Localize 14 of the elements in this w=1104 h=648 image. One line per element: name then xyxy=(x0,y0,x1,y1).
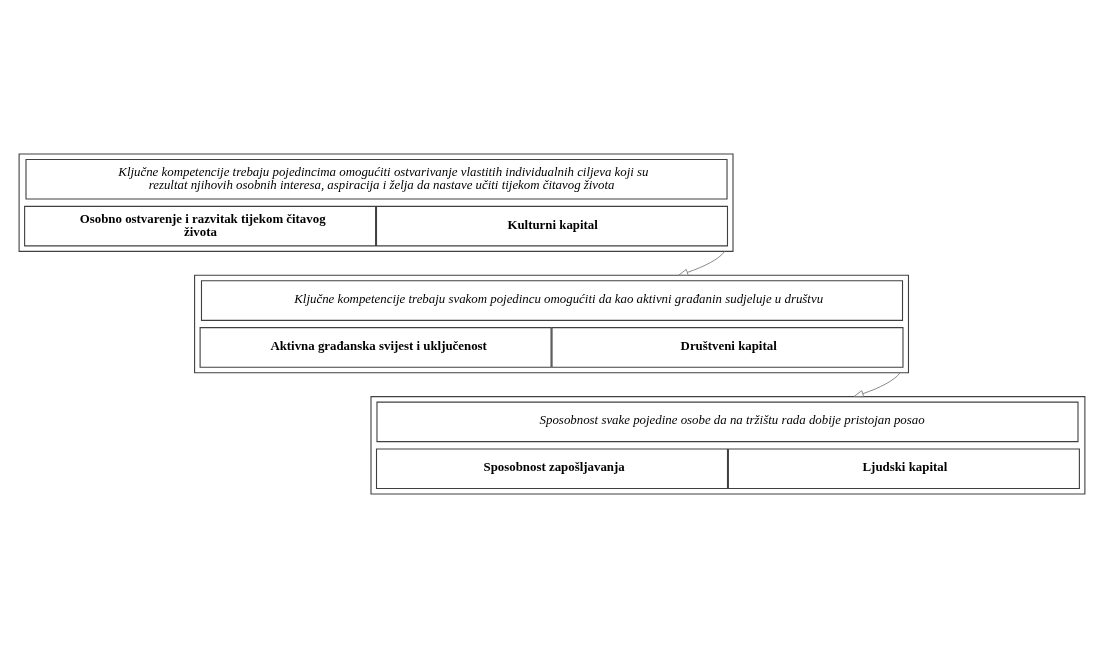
arrow xyxy=(678,250,726,276)
node-box: Osobno ostvarenje i razvitak tijekom čitavog života xyxy=(24,205,377,247)
node-box: Aktivna građanska svijest i uključenost xyxy=(199,327,552,368)
node-box: Sposobnost zapošljavanja xyxy=(375,448,729,489)
node-box: Ljudski kapital xyxy=(727,448,1080,489)
node-box: Kulturni kapital xyxy=(375,205,729,247)
cluster xyxy=(194,274,910,374)
arrow xyxy=(853,372,901,398)
cluster xyxy=(18,153,734,252)
node-box: Ključne kompetencije trebaju svakom pojedincu omogućiti da kao aktivni građanin sudjeluje u društvu xyxy=(200,280,904,321)
node-box: Sposobnost svake pojedine osobe da na tržištu rada dobije pristojan posao xyxy=(376,401,1079,443)
node-box: Ključne kompetencije trebaju pojedincima omogućiti ostvarivanje vlastitih individualnih ciljeva koji su rezultat njihovih osobnih interesa, aspiracija i želja da nastave učiti tijekom čitavog života xyxy=(25,159,728,200)
node-box: Društveni kapital xyxy=(551,327,904,368)
cluster xyxy=(370,396,1086,495)
